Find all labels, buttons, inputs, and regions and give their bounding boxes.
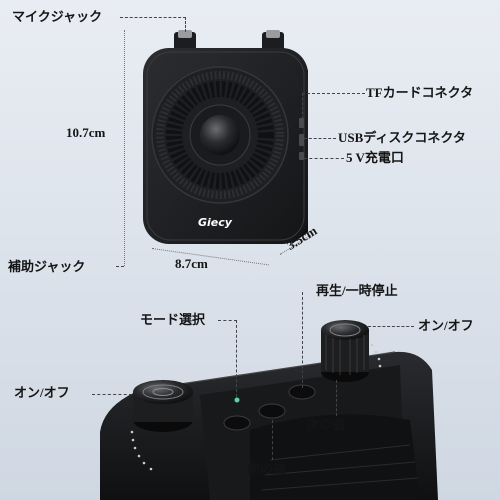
height-label: 10.7cm — [66, 125, 106, 140]
width-label: 8.7cm — [175, 256, 208, 271]
scale-dots-right — [370, 343, 382, 368]
mic-jack-label: マイクジャック — [12, 9, 103, 24]
power-left-label: オン/オフ — [14, 385, 70, 400]
power-right-leader — [368, 326, 414, 327]
mode-select-label: モード選択 — [140, 312, 206, 327]
tf-leader — [302, 93, 365, 119]
play-pause-label: 再生/一時停止 — [316, 283, 398, 298]
prev-track-label: 前の曲 — [247, 461, 287, 476]
power-knob-right — [321, 320, 369, 382]
usb-leader — [304, 138, 336, 139]
charge-leader — [304, 158, 344, 159]
power-left-leader — [92, 394, 132, 395]
next-track-label: 次の曲 — [306, 417, 346, 432]
mode-button — [223, 397, 251, 431]
power-right-label: オン/オフ — [418, 318, 474, 333]
charge-port-label: 5 V充電口 — [346, 150, 404, 165]
bottom-grille — [250, 414, 420, 500]
mode-leader — [218, 320, 237, 397]
usb-connector-label: USBディスクコネクタ — [338, 130, 466, 145]
tf-connector-label: TFカードコネクタ — [366, 85, 474, 100]
speaker-grille — [151, 66, 289, 204]
power-knob-left — [133, 380, 193, 432]
prev-leader — [272, 420, 273, 460]
next-leader — [336, 380, 337, 416]
aux-jack-label: 補助ジャック — [8, 259, 86, 274]
play-leader — [302, 292, 303, 388]
side-ports — [299, 118, 304, 160]
prev-button — [258, 403, 286, 419]
height-dim-line — [124, 30, 125, 266]
brand-logo-text: Giecy — [198, 216, 232, 229]
aux-leader — [116, 266, 124, 267]
scale-dots-left — [130, 430, 153, 471]
mic-leader — [120, 17, 186, 32]
